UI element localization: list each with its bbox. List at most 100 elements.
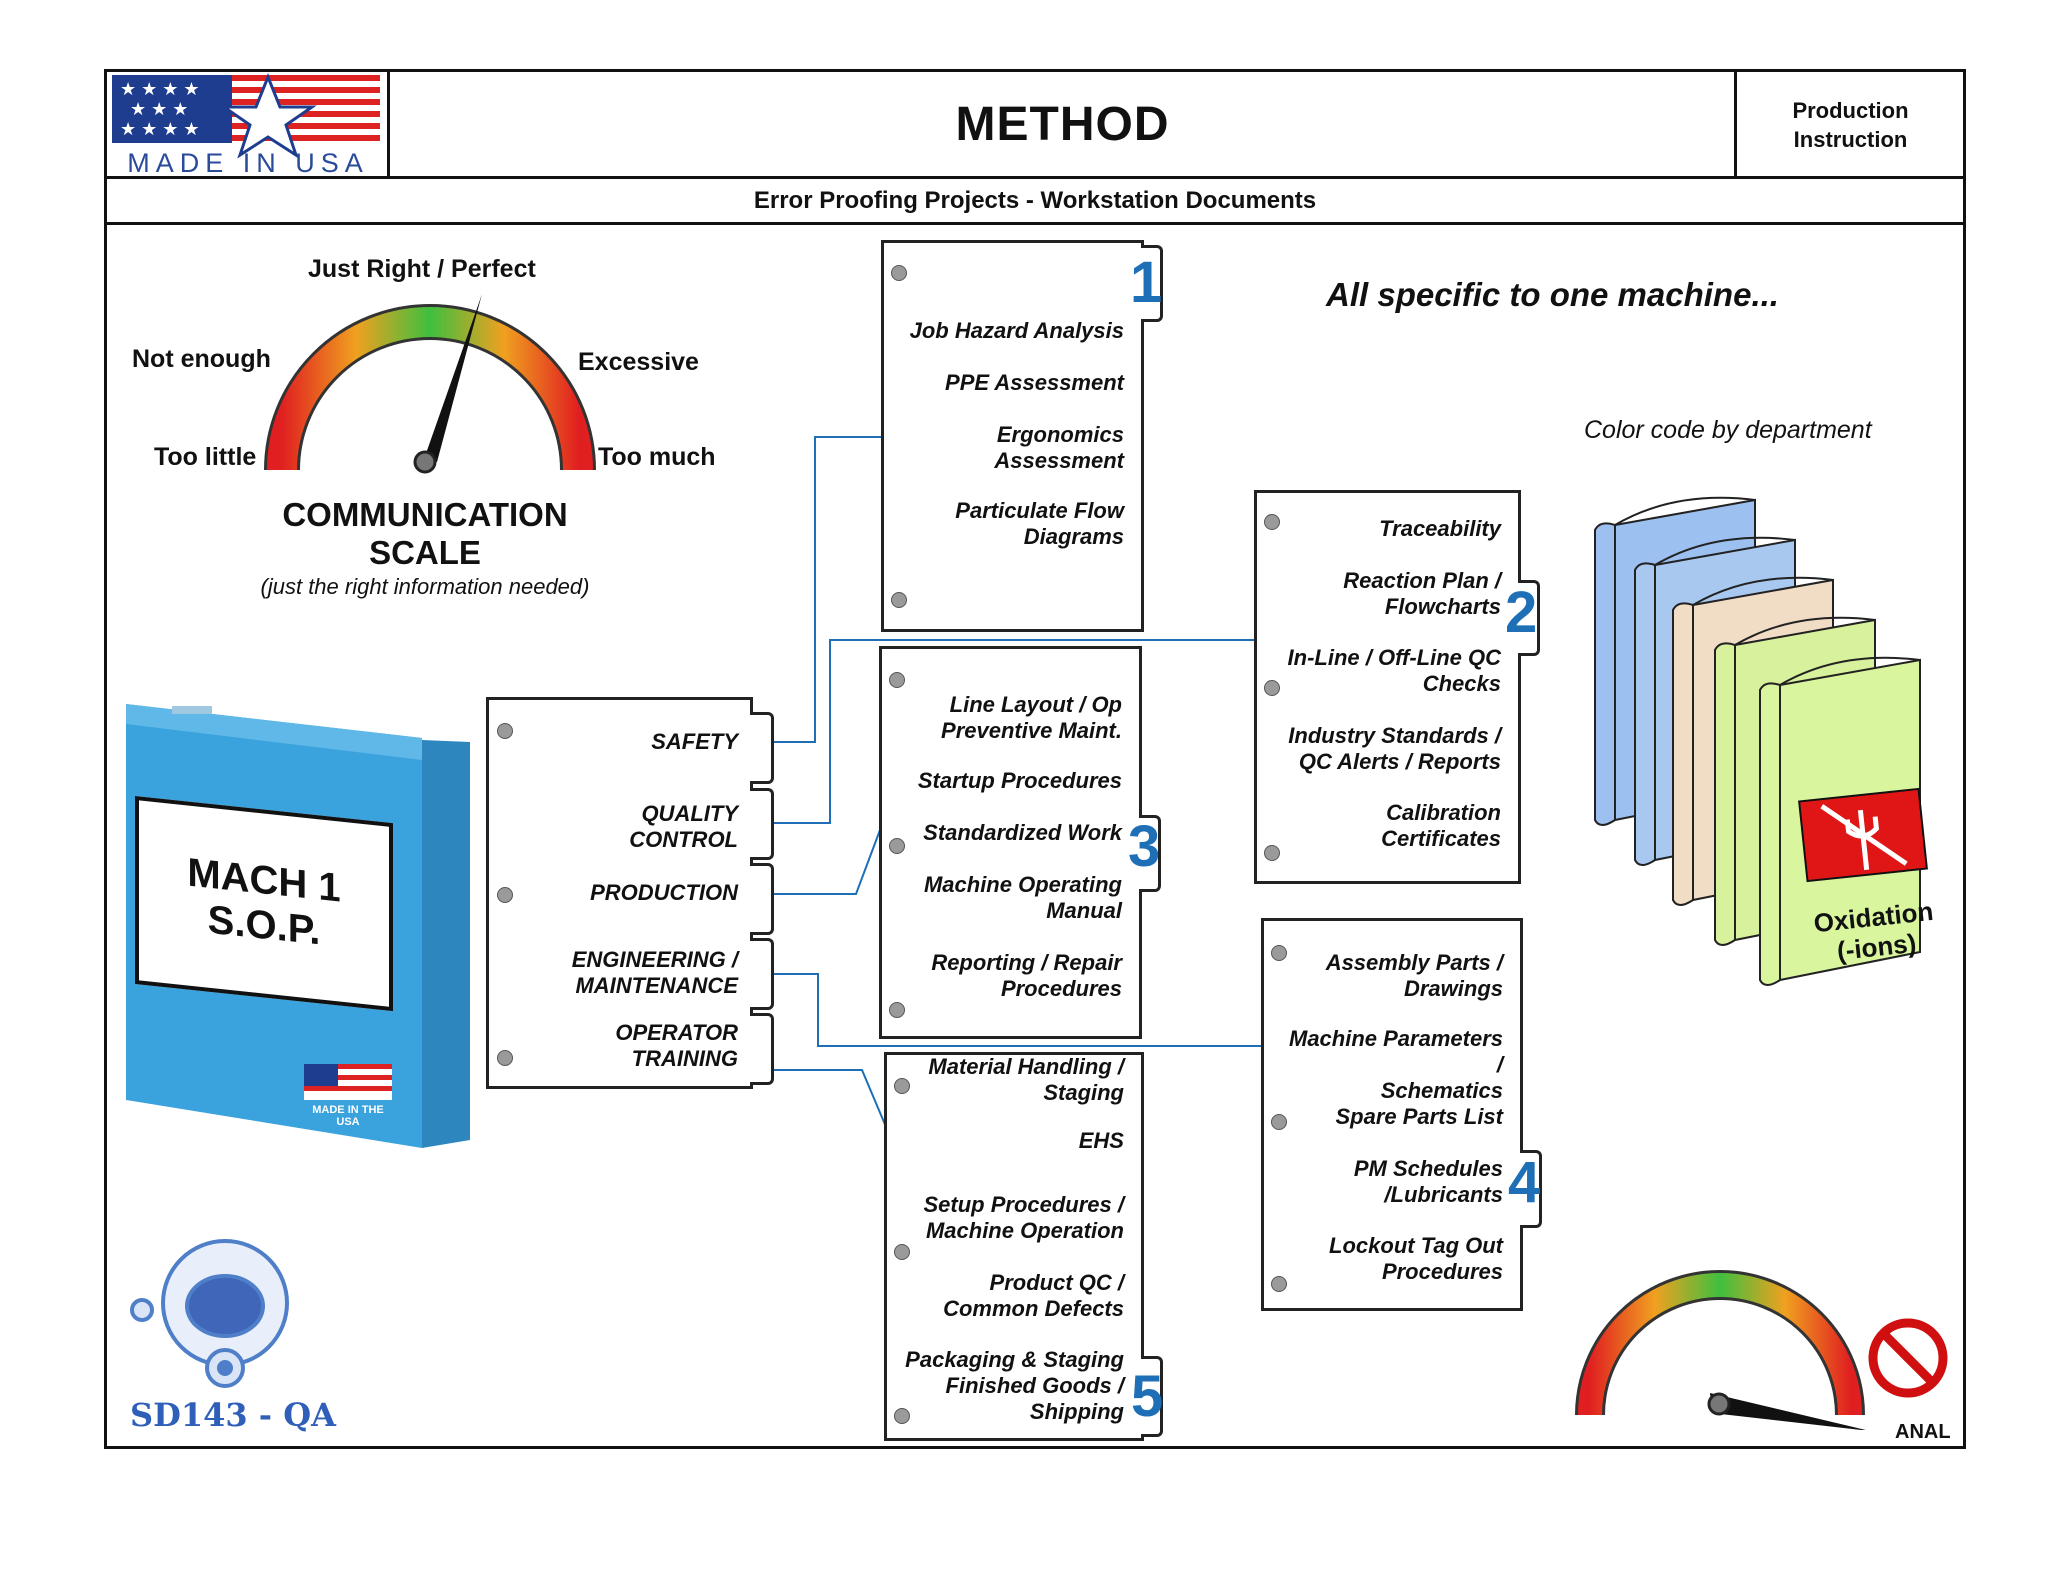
card-hole: [1271, 945, 1287, 961]
document-item: Industry Standards / QC Alerts / Reports: [1288, 723, 1501, 774]
tab-quality-control[interactable]: [750, 788, 774, 860]
document-tab-5[interactable]: [1141, 1356, 1163, 1437]
gauge-needle: [423, 294, 482, 462]
header-divider: [104, 176, 1966, 179]
page-frame: [104, 69, 1966, 1449]
document-item: Product QC / Common Defects: [943, 1270, 1124, 1321]
gauge-label-not-enough: Not enough: [132, 345, 271, 373]
document-item: Traceability: [1379, 516, 1501, 541]
tab-production[interactable]: [750, 863, 774, 935]
anal-gauge: [1570, 1255, 1870, 1431]
document-item: Lockout Tag Out Procedures: [1329, 1233, 1503, 1284]
card-hole: [894, 1078, 910, 1094]
document-item: Material Handling / Staging: [928, 1054, 1124, 1105]
document-tab-1[interactable]: [1141, 245, 1163, 322]
document-tab-2[interactable]: [1518, 580, 1540, 656]
document-number: 3: [1128, 814, 1161, 879]
gauge-caption: (just the right information needed): [260, 574, 590, 599]
document-type: Production Instruction: [1738, 72, 1963, 177]
anal-gauge-needle: [1710, 1393, 1870, 1431]
card-hole: [891, 265, 907, 281]
communication-gauge: [260, 290, 600, 480]
svg-text:★ ★ ★ ★: ★ ★ ★ ★: [120, 79, 200, 99]
logo-divider: [387, 69, 390, 177]
logo-text: MADE IN USA: [127, 148, 369, 178]
page-title: METHOD: [955, 98, 1170, 151]
document-item: Spare Parts List: [1335, 1104, 1503, 1129]
prohibited-icon: [1866, 1316, 1950, 1400]
document-item: Standardized Work: [923, 820, 1122, 845]
binder-badge: MADE IN THE USA: [302, 1058, 394, 1128]
card-hole: [889, 838, 905, 854]
document-item: Machine Parameters / Schematics: [1289, 1026, 1503, 1103]
binder-badge-text: MADE IN THE USA: [312, 1104, 384, 1128]
document-type-text: Production Instruction: [1792, 97, 1909, 152]
trident-icon: [1820, 804, 1908, 871]
connector-training: [756, 1069, 901, 1161]
made-in-usa-logo: ★ ★ ★ ★ ★ ★ ★ ★ ★ ★ ★: [108, 72, 386, 175]
document-item: PM Schedules /Lubricants: [1353, 1156, 1503, 1207]
document-number: 1: [1130, 250, 1163, 315]
main-tab-label: ENGINEERING / MAINTENANCE: [571, 947, 738, 998]
card-hole: [497, 887, 513, 903]
main-tab-label: SAFETY: [651, 729, 738, 754]
document-tab-4[interactable]: [1520, 1150, 1542, 1228]
document-item: Particulate Flow Diagrams: [955, 498, 1124, 549]
document-card-2[interactable]: [1254, 490, 1521, 884]
document-card-5[interactable]: [884, 1052, 1144, 1441]
document-tab-3[interactable]: [1139, 815, 1161, 892]
tab-safety[interactable]: [750, 712, 774, 784]
svg-text:★ ★ ★: ★ ★ ★: [130, 99, 188, 119]
document-item: EHS: [1078, 1128, 1124, 1153]
document-item: Packaging & Staging Finished Goods / Shi…: [905, 1347, 1124, 1424]
document-item: PPE Assessment: [945, 370, 1124, 395]
card-hole: [1264, 680, 1280, 696]
main-tab-label: QUALITY CONTROL: [629, 801, 738, 852]
document-number: 2: [1505, 580, 1538, 645]
connector-production: [756, 829, 896, 895]
gauge-title-line2: SCALE: [369, 534, 481, 571]
gauge-label-excessive: Excessive: [578, 348, 699, 376]
document-item: Job Hazard Analysis: [909, 318, 1124, 343]
diving-helmet-logo: [120, 1228, 320, 1408]
tab-engineering[interactable]: [750, 938, 774, 1010]
tab-operator-training[interactable]: [750, 1013, 774, 1085]
page-subtitle: Error Proofing Projects - Workstation Do…: [753, 187, 1317, 214]
document-item: Assembly Parts / Drawings: [1325, 950, 1503, 1001]
connector-quality: [756, 639, 1262, 824]
document-card-4[interactable]: [1261, 918, 1523, 1311]
document-card-1[interactable]: [881, 240, 1144, 632]
main-tab-card: [486, 697, 753, 1089]
document-item: Reaction Plan / Flowcharts: [1343, 568, 1501, 619]
binder-ring: [172, 706, 212, 714]
document-item: Machine Operating Manual: [923, 872, 1122, 923]
connector-safety: [756, 436, 898, 743]
document-item: Reporting / Repair Procedures: [931, 950, 1122, 1001]
card-hole: [1264, 514, 1280, 530]
card-hole: [497, 1050, 513, 1066]
main-tab-label: OPERATOR TRAINING: [615, 1020, 738, 1071]
gauge-label-too-much: Too much: [598, 443, 716, 471]
gauge-pivot: [413, 450, 437, 474]
card-hole: [1271, 1114, 1287, 1130]
gauge-title-line1: COMMUNICATION: [282, 496, 568, 533]
subtitle-divider: [104, 222, 1966, 225]
gauge-label-top: Just Right / Perfect: [308, 255, 536, 283]
card-hole: [1271, 1276, 1287, 1292]
document-number: 5: [1131, 1364, 1164, 1429]
footer-logo-text: SD143 - QA: [130, 1396, 336, 1434]
right-headline: All specific to one machine...: [1326, 276, 1779, 313]
connector-engineering: [756, 973, 1270, 1047]
svg-text:★ ★ ★ ★: ★ ★ ★ ★: [120, 119, 200, 139]
document-item: Ergonomics Assessment: [994, 422, 1124, 473]
color-code-note: Color code by department: [1584, 416, 1872, 444]
document-item: Startup Procedures: [917, 768, 1122, 793]
document-number: 4: [1508, 1150, 1541, 1215]
card-hole: [894, 1244, 910, 1260]
document-item: Setup Procedures / Machine Operation: [923, 1192, 1124, 1243]
doctype-divider: [1734, 69, 1737, 177]
flag-stars: ★ ★ ★ ★ ★ ★ ★ ★ ★ ★ ★: [120, 79, 200, 139]
department-books: [1585, 480, 1945, 1040]
document-item: Calibration Certificates: [1381, 800, 1501, 851]
card-hole: [1264, 845, 1280, 861]
